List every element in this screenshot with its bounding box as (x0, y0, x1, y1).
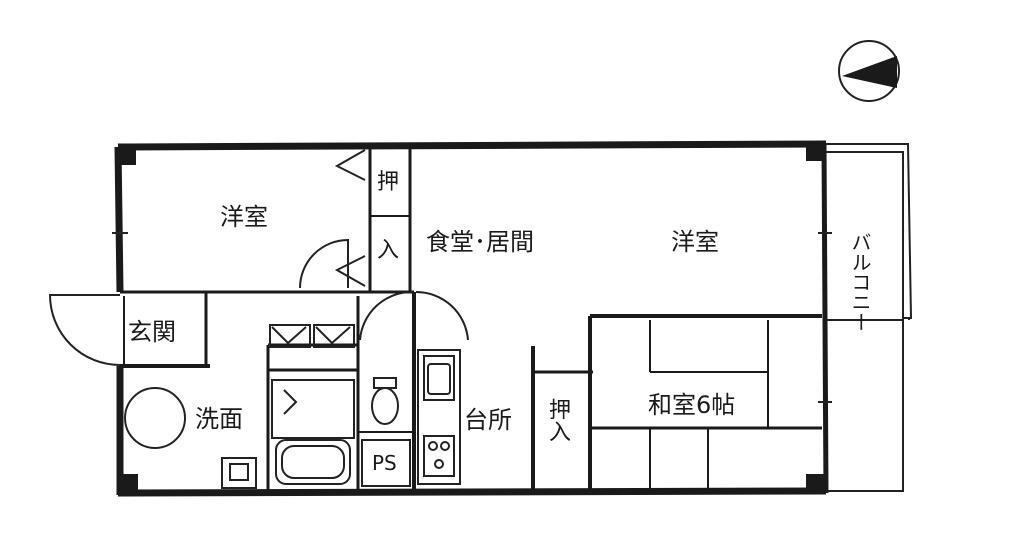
room-label-western-left: 洋室 (220, 203, 268, 231)
column-bl (118, 474, 138, 496)
room-label-western-right: 洋室 (671, 228, 719, 256)
balcony-outline (826, 143, 913, 492)
compass-icon (838, 40, 900, 102)
room-label-entrance: 玄関 (128, 318, 176, 346)
room-label-ps: PS (372, 451, 397, 475)
washroom-fixtures (124, 387, 257, 489)
doors (48, 238, 469, 366)
room-label-dining-living: 食堂･居間 (426, 228, 534, 256)
room-label-closet2: 押入 (545, 398, 570, 442)
bathtub (271, 379, 355, 485)
kitchen-counter (417, 349, 461, 485)
room-label-closet-bottom: 入 (377, 238, 400, 263)
column-tr (806, 143, 826, 161)
ps-box (361, 439, 411, 487)
room-label-balcony: バルコニー (848, 232, 872, 332)
outer-walls (114, 140, 829, 497)
room-label-closet-top: 押 (377, 170, 400, 195)
entrance-door (48, 294, 121, 366)
room-label-washroom: 洗面 (195, 405, 243, 433)
toilet-icon (371, 377, 399, 425)
room-label-japanese-room: 和室6帖 (648, 391, 736, 419)
column-tl (118, 145, 136, 165)
column-br (806, 474, 826, 494)
closet-markers (334, 149, 366, 287)
interior-walls (120, 147, 822, 491)
wall-ticks (112, 232, 832, 403)
room-label-kitchen: 台所 (464, 406, 512, 434)
cabinets (269, 324, 355, 348)
